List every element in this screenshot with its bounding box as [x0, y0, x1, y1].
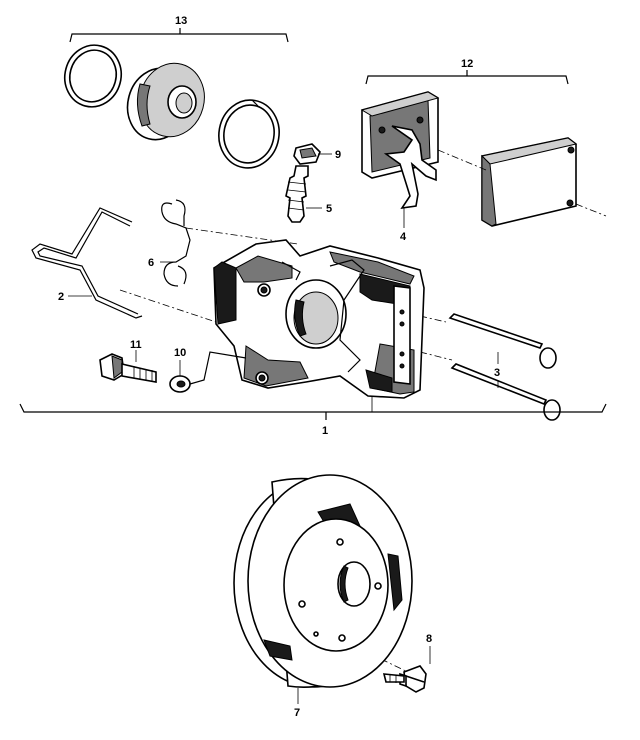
label-11: 11 — [130, 339, 142, 351]
label-10: 10 — [174, 347, 186, 359]
group-bracket-1 — [19, 396, 607, 420]
label-7: 7 — [294, 707, 300, 719]
washer — [169, 375, 191, 393]
bleeder-cap — [293, 143, 321, 165]
piston — [126, 62, 205, 141]
guide-pin-upper — [448, 313, 557, 369]
label-4: 4 — [400, 231, 407, 243]
retaining-spring — [31, 207, 143, 319]
group-bracket-13 — [69, 28, 289, 43]
caliper-mounting-bolt — [99, 353, 157, 383]
guide-pin-lower — [450, 363, 561, 421]
label-1: 1 — [322, 425, 328, 437]
label-2: 2 — [58, 291, 64, 303]
pad-spring-clip — [383, 125, 437, 210]
spreading-spring — [161, 199, 191, 287]
label-12: 12 — [461, 58, 473, 70]
label-8: 8 — [426, 633, 432, 645]
label-6: 6 — [148, 257, 154, 269]
brake-caliper-housing — [213, 239, 425, 399]
retaining-ring — [218, 99, 280, 169]
disc-retaining-screw — [382, 665, 427, 693]
label-5: 5 — [326, 203, 332, 215]
brake-disc — [233, 474, 413, 688]
bolt-axis-line — [189, 351, 247, 385]
label-13: 13 — [175, 15, 187, 27]
sealing-ring — [63, 44, 123, 108]
group-bracket-12 — [365, 70, 569, 85]
bleeder-screw — [285, 165, 309, 223]
label-3: 3 — [494, 367, 500, 379]
brake-pad-outer — [480, 137, 578, 227]
label-9: 9 — [335, 149, 341, 161]
